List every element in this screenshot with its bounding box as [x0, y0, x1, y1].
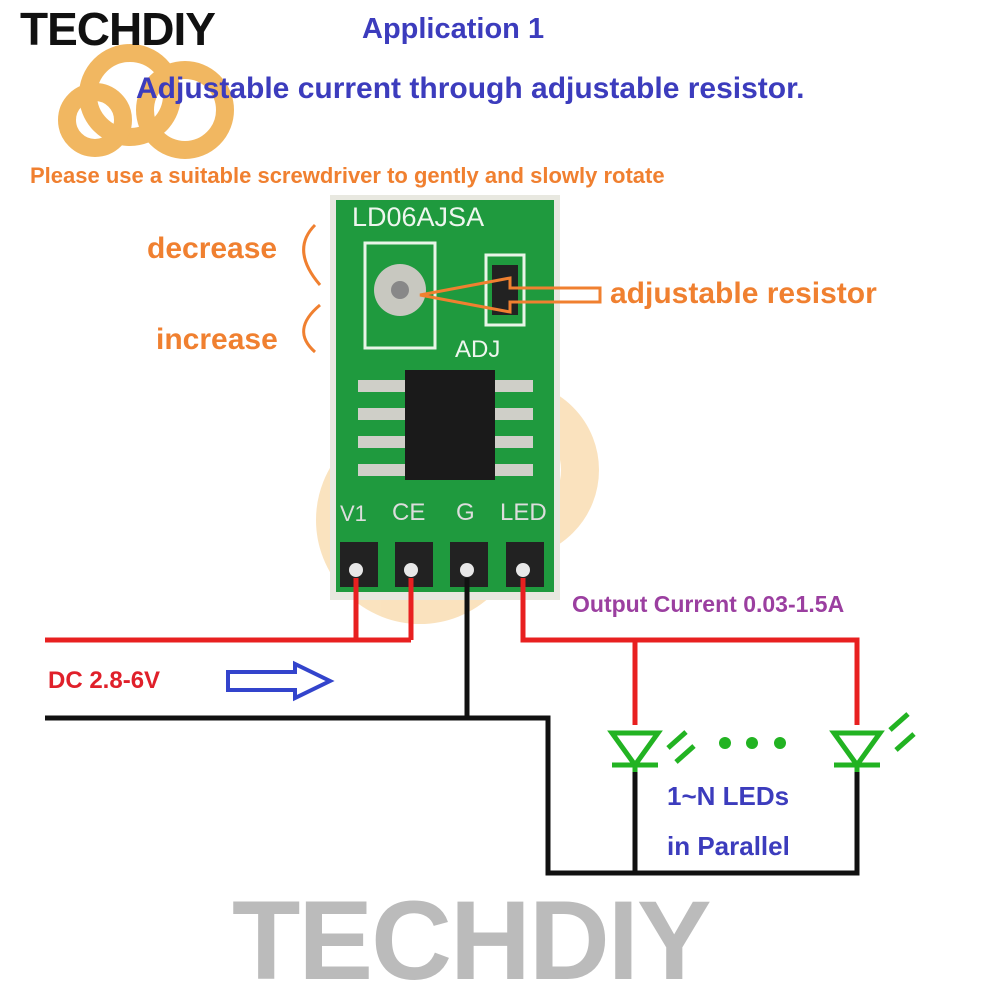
- pin-label-v1: V1: [340, 501, 367, 526]
- techdiy-logo-cloud: [58, 44, 234, 159]
- pcb-module: [330, 195, 560, 600]
- potentiometer-screw[interactable]: [391, 281, 409, 299]
- adjust-arrows: [302, 223, 602, 354]
- pin-label-led: LED: [500, 499, 547, 526]
- sense-resistor: [492, 265, 518, 315]
- ic-chip: [405, 370, 495, 480]
- adj-label: ADJ: [455, 336, 501, 363]
- leds-count-label: 1~N LEDs: [667, 781, 790, 811]
- increase-arrow-icon: [302, 303, 321, 354]
- increase-label: increase: [156, 323, 278, 356]
- subtitle: Adjustable current through adjustable re…: [136, 72, 805, 105]
- pin-label-g: G: [456, 499, 475, 526]
- page-title: Application 1: [362, 13, 545, 45]
- ground-wire: [45, 578, 860, 876]
- output-current-label: Output Current 0.03-1.5A: [572, 591, 845, 617]
- led-right-icon: [829, 712, 916, 772]
- led-left-icon: [607, 730, 696, 772]
- pin-holes: [349, 563, 530, 577]
- board-model-label: LD06AJSA: [352, 202, 485, 232]
- pin-label-ce: CE: [392, 499, 426, 526]
- instruction-text: Please use a suitable screwdriver to gen…: [30, 163, 665, 188]
- decrease-label: decrease: [147, 232, 278, 265]
- wires: [45, 578, 860, 876]
- ic-pins: [358, 380, 533, 476]
- decrease-arrow-icon: [302, 223, 322, 286]
- leds-parallel-label: in Parallel: [667, 831, 790, 861]
- input-direction-arrow-icon: [226, 660, 335, 702]
- resistor-pointer-arrow-icon: [419, 276, 602, 314]
- watermark-text: TECHDIY: [232, 878, 712, 1000]
- input-voltage-label: DC 2.8-6V: [48, 667, 161, 694]
- adjustable-resistor-label: adjustable resistor: [610, 277, 877, 310]
- ellipsis-dots-icon: [719, 737, 786, 749]
- input-positive-wire: [45, 578, 414, 643]
- led-positive-wire: [520, 578, 860, 725]
- logo-text: TECHDIY: [20, 3, 216, 55]
